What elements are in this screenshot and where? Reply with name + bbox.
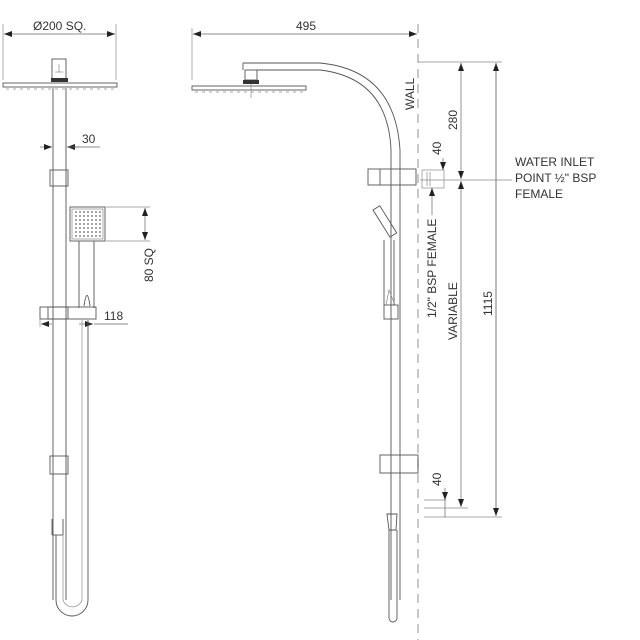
inlet-offset-top-dimension: 40 bbox=[430, 141, 446, 170]
rail-width-dimension: 30 bbox=[40, 132, 100, 150]
inlet-offset-bottom-label: 40 bbox=[430, 472, 444, 486]
water-inlet-line1: WATER INLET bbox=[515, 155, 595, 169]
wall-bracket-top bbox=[367, 168, 417, 186]
hose-side bbox=[386, 513, 398, 623]
hand-shower-dimension: 80 SQ bbox=[106, 206, 156, 282]
water-inlet-line2: POINT ½" BSP bbox=[515, 171, 596, 185]
drop-dimension: 280 bbox=[446, 63, 464, 179]
rail-width-label: 30 bbox=[82, 132, 96, 146]
drop-label: 280 bbox=[446, 110, 460, 130]
projection-label: 495 bbox=[296, 19, 316, 33]
riser-rail-front bbox=[49, 88, 69, 600]
projection-dimension: 495 bbox=[191, 19, 417, 80]
inlet-offset-top-label: 40 bbox=[430, 141, 444, 155]
bsp-label: 1/2" BSP FEMALE bbox=[425, 219, 439, 318]
wall-label: WALL bbox=[403, 77, 417, 110]
head-width-label: Ø200 SQ. bbox=[33, 19, 86, 33]
slider-bracket-front: 118 bbox=[39, 306, 128, 327]
bsp-dimension: 1/2" BSP FEMALE bbox=[425, 188, 439, 318]
hand-shower-side bbox=[372, 205, 399, 320]
total-height-dimension: 1115 bbox=[481, 63, 499, 516]
variable-dimension: VARIABLE bbox=[446, 181, 464, 507]
inlet-offset-bottom-dimension: 40 bbox=[424, 472, 502, 518]
side-view: 495 WALL bbox=[191, 19, 596, 640]
wall-bracket-bottom bbox=[379, 454, 419, 474]
head-width-dimension: Ø200 SQ. bbox=[2, 19, 117, 80]
total-height-label: 1115 bbox=[481, 291, 495, 316]
bracket-label: 118 bbox=[104, 309, 123, 323]
hose-front bbox=[51, 320, 89, 617]
water-inlet-note: WATER INLET POINT ½" BSP FEMALE bbox=[515, 155, 596, 201]
front-view: Ø200 SQ. 30 bbox=[2, 19, 156, 617]
hand-shower-front bbox=[69, 206, 106, 308]
variable-label: VARIABLE bbox=[446, 282, 460, 340]
water-inlet-fitting bbox=[420, 169, 512, 189]
hand-shower-label: 80 SQ bbox=[142, 248, 156, 282]
shower-head-side bbox=[191, 62, 401, 600]
shower-head-front bbox=[2, 58, 118, 90]
water-inlet-line3: FEMALE bbox=[515, 187, 563, 201]
